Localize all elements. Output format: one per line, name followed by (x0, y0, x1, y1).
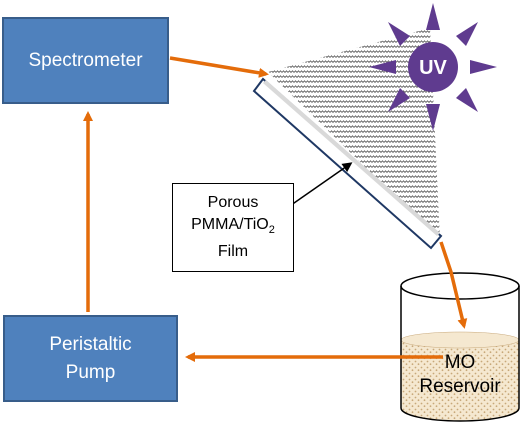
callout-pointer-arrow (283, 162, 353, 211)
arrow-film-to-reservoir (439, 241, 468, 329)
pump-label-line1: Peristaltic (49, 333, 132, 355)
film-callout: Porous PMMA/TiO2 Film (172, 183, 294, 272)
spectrometer-node: Spectrometer (2, 17, 169, 104)
uv-sun-icon (369, 3, 497, 131)
uv-label: UV (419, 57, 447, 79)
peristaltic-pump-node: Peristaltic Pump (3, 315, 178, 402)
spectrometer-label: Spectrometer (28, 49, 143, 71)
callout-line2-text: PMMA/TiO (191, 215, 269, 233)
callout-line2: PMMA/TiO2 (191, 214, 275, 241)
callout-line1: Porous (207, 193, 259, 211)
reservoir-label-line1: MO (445, 352, 476, 373)
callout-line2-subscript: 2 (268, 224, 275, 237)
reservoir-label-line2: Reservoir (419, 376, 501, 397)
uv-light-cone (268, 28, 440, 240)
arrow-spectrometer-to-film (169, 56, 269, 78)
callout-line3: Film (217, 243, 249, 261)
pump-label-line2: Pump (65, 361, 116, 383)
mo-reservoir (400, 272, 520, 422)
